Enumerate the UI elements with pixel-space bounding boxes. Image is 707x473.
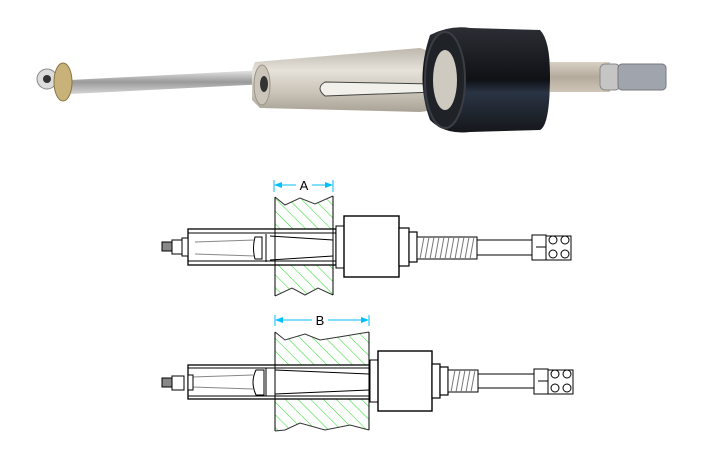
wall-section-top (275, 196, 333, 229)
nut-end (161, 241, 173, 252)
nut-end (161, 377, 173, 388)
view-a: A (161, 178, 572, 297)
collar (377, 350, 433, 412)
end-fitting (599, 63, 621, 91)
wall-section-bottom (275, 399, 369, 431)
puller-tool-photo (36, 27, 667, 133)
dimension-a: A (273, 178, 334, 193)
expander-cone (253, 236, 263, 260)
collar (343, 215, 400, 278)
wall-section-top (275, 332, 369, 365)
rod (70, 70, 268, 94)
technical-drawing: A (161, 178, 574, 432)
view-b: B (161, 313, 574, 432)
threaded-shaft-a (416, 236, 478, 260)
sleeve (252, 48, 450, 112)
dimension-b: B (274, 313, 370, 328)
dimension-label-b: B (316, 313, 325, 328)
tool-photo (36, 27, 667, 133)
washer (53, 62, 73, 102)
threaded-shaft-b (447, 369, 479, 393)
dimension-label-a: A (300, 178, 309, 193)
wall-section-bottom (275, 265, 333, 296)
expander-cone (252, 369, 265, 396)
